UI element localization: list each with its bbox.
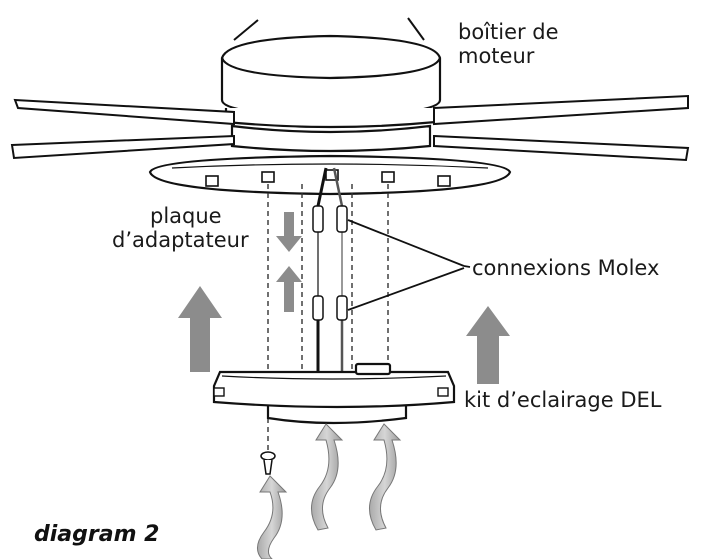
alignment-guides <box>267 184 389 452</box>
kit-screws <box>213 387 449 397</box>
screw-icon <box>260 451 276 475</box>
motor-housing-label-line2: moteur <box>458 44 535 68</box>
diagram-caption: diagram 2 <box>34 522 160 547</box>
molex-connections-label: connexions Molex <box>472 256 660 280</box>
fan-blades <box>10 94 690 162</box>
molex-connectors <box>312 205 348 321</box>
led-kit-label: kit d’eclairage DEL <box>464 388 662 412</box>
lift-arrows <box>178 286 510 384</box>
molex-pointer-lines <box>347 219 465 311</box>
adapter-plate-label-line2: d’adaptateur <box>112 228 249 252</box>
downrod <box>233 17 425 41</box>
motor-housing <box>220 34 442 153</box>
connection-arrows <box>276 212 302 312</box>
adapter-plate-label-line1: plaque <box>150 204 222 228</box>
led-light-kit <box>212 362 456 425</box>
wires <box>316 167 344 372</box>
twist-arrows <box>257 423 402 559</box>
molex-bracket-tip <box>463 265 471 268</box>
motor-housing-label-line1: boîtier de <box>458 20 559 44</box>
plate-studs <box>205 169 451 187</box>
